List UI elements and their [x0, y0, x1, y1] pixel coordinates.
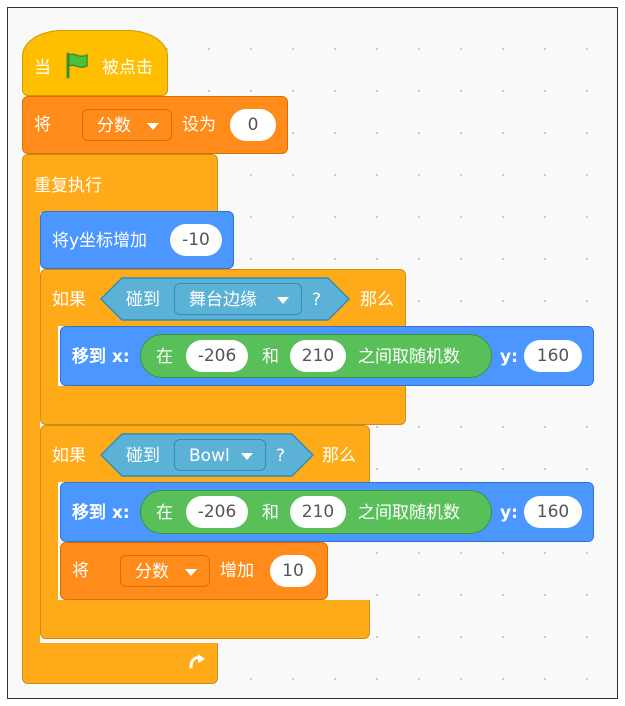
touching-2-label: 碰到 [126, 446, 160, 466]
green-flag-icon [66, 52, 88, 79]
touching-1-question: ? [312, 290, 322, 310]
touching-2-target: Bowl [189, 446, 230, 466]
goto-1-label: 移到 x: [72, 347, 130, 367]
random-1-suffix-label: 之间取随机数 [358, 347, 460, 367]
goto-2-label: 移到 x: [72, 503, 130, 523]
chevron-down-icon [185, 569, 197, 576]
goto-1-y-input[interactable]: 160 [524, 340, 582, 372]
chevron-down-icon [241, 453, 253, 460]
forever-label: 重复执行 [34, 176, 102, 196]
goto-1-y-label: y: [500, 347, 518, 367]
change-variable-name: 分数 [135, 562, 169, 582]
random-1-from-input[interactable]: -206 [186, 340, 248, 372]
random-2-suffix-label: 之间取随机数 [358, 503, 460, 523]
change-label: 将 [72, 561, 89, 581]
if-1-then-label: 那么 [360, 290, 394, 310]
touching-2-question: ? [276, 446, 286, 466]
set-label: 将 [34, 115, 51, 135]
code-area[interactable]: 重复执行 当 被点击 将 分数 设为 0 将y坐标增加 -10 如果 碰到 舞台… [7, 7, 618, 699]
when-flag-clicked-block[interactable] [22, 30, 168, 96]
random-2-in-label: 在 [156, 503, 173, 523]
change-variable-dropdown[interactable]: 分数 [120, 555, 210, 587]
random-1-to-input[interactable]: 210 [290, 340, 346, 372]
change-by-label: 增加 [220, 561, 254, 581]
random-2-from-input[interactable]: -206 [186, 496, 248, 528]
loop-arrow-icon [189, 654, 205, 669]
set-variable-dropdown[interactable]: 分数 [82, 109, 172, 141]
touching-1-label: 碰到 [126, 290, 160, 310]
random-2-to-input[interactable]: 210 [290, 496, 346, 528]
set-to-label: 设为 [182, 115, 216, 135]
chevron-down-icon [147, 123, 159, 130]
touching-1-target: 舞台边缘 [189, 290, 257, 310]
hat-clicked-label: 被点击 [102, 58, 153, 78]
goto-2-y-input[interactable]: 160 [524, 496, 582, 528]
chevron-down-icon [277, 297, 289, 304]
random-1-and-label: 和 [262, 347, 279, 367]
if-2-label: 如果 [52, 446, 86, 466]
set-value-input[interactable]: 0 [230, 109, 276, 141]
change-y-value-input[interactable]: -10 [170, 224, 222, 256]
touching-1-target-dropdown[interactable]: 舞台边缘 [174, 283, 302, 315]
random-2-and-label: 和 [262, 503, 279, 523]
touching-2-target-dropdown[interactable]: Bowl [174, 439, 266, 471]
goto-2-y-label: y: [500, 503, 518, 523]
set-variable-name: 分数 [97, 116, 131, 136]
hat-when-label: 当 [34, 58, 51, 78]
if-1-label: 如果 [52, 290, 86, 310]
random-1-in-label: 在 [156, 347, 173, 367]
if-2-then-label: 那么 [322, 446, 356, 466]
change-value-input[interactable]: 10 [270, 555, 316, 587]
change-y-label: 将y坐标增加 [52, 231, 148, 251]
